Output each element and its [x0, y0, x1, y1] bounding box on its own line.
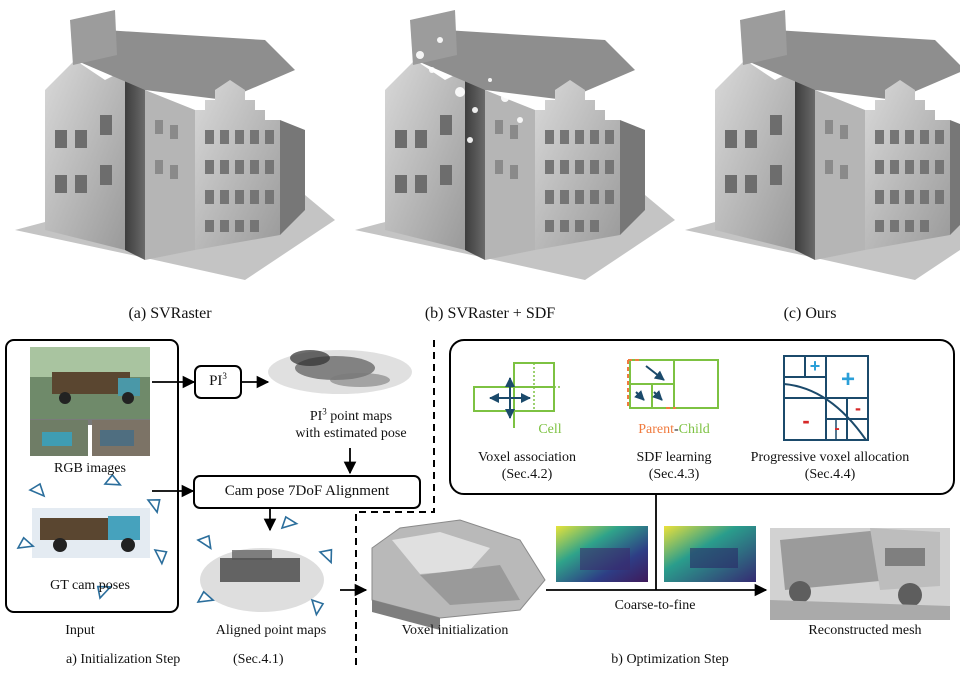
init-step-sec: (Sec.4.1) — [233, 652, 284, 667]
gt-cam-poses — [14, 472, 171, 601]
voxel-initialization-mesh — [371, 519, 546, 630]
voxel-association-icon — [473, 362, 560, 428]
reconstructed-mesh-label: Reconstructed mesh — [808, 623, 922, 638]
init-step-label: a) Initialization Step — [66, 652, 181, 667]
sdf-learning-icon — [627, 359, 719, 409]
alignment-box-label: Cam pose 7DoF Alignment — [224, 483, 390, 499]
pi3-box-label: PI3 — [209, 371, 227, 390]
caption-svraster: (a) SVRaster — [128, 305, 212, 322]
voxel-association-title: Voxel association — [477, 450, 577, 465]
input-caption: Input — [65, 623, 95, 638]
progressive-allocation-title: Progressive voxel allocation — [750, 450, 910, 465]
caption-ours: (c) Ours — [783, 305, 837, 322]
parent-child-tag: Parent-Child — [638, 422, 710, 437]
progressive-allocation-sec: (Sec.4.4) — [804, 467, 856, 482]
minus-sign-left: - — [802, 408, 810, 433]
rgb-images-label: RGB images — [54, 461, 126, 476]
pi3-point-map — [268, 350, 412, 394]
aligned-point-map — [194, 513, 337, 616]
plus-sign-small: + — [809, 356, 821, 376]
opt-step-label: b) Optimization Step — [611, 652, 729, 667]
cell-tag: Cell — [538, 422, 562, 437]
coarse-to-fine-label: Coarse-to-fine — [614, 598, 696, 613]
sdf-learning-sec: (Sec.4.3) — [648, 467, 700, 482]
sdf-learning-title: SDF learning — [636, 450, 712, 465]
gt-cam-poses-label: GT cam poses — [50, 578, 130, 593]
caption-svraster-sdf: (b) SVRaster + SDF — [424, 305, 556, 322]
progressive-allocation-icon — [783, 355, 869, 441]
top-renderings — [15, 10, 960, 280]
voxel-association-sec: (Sec.4.2) — [501, 467, 553, 482]
voxel-init-label: Voxel initialization — [401, 623, 509, 638]
minus-sign-bottom: - — [834, 420, 840, 437]
rendering-svraster-sdf — [355, 10, 675, 280]
reconstructed-mesh — [770, 528, 950, 620]
aligned-maps-label: Aligned point maps — [215, 623, 327, 638]
rgb-images — [30, 347, 150, 456]
input-box — [5, 339, 179, 613]
minus-sign-right: - — [855, 398, 861, 418]
modules-panel — [449, 339, 955, 495]
plus-sign-large: + — [840, 366, 855, 393]
